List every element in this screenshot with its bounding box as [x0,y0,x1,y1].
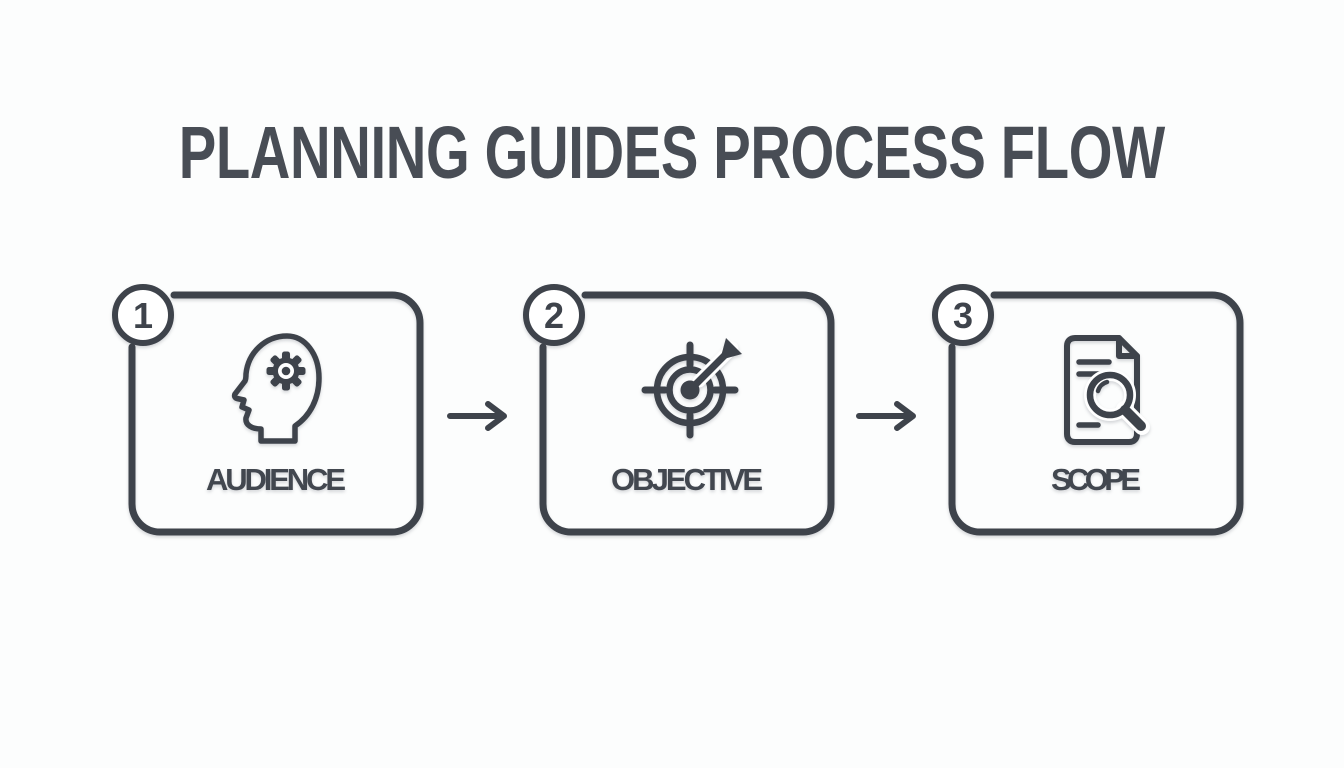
target-arrow-icon [641,338,742,439]
card-border [539,291,835,536]
step-label: OBJECTIVE [611,462,763,497]
card-border [128,291,424,536]
card-border [948,291,1244,536]
step-label: AUDIENCE [206,462,346,497]
step-card-objective: 2 OBJECTIVE [523,284,835,536]
step-card-scope: 3 SCOPE [932,284,1244,536]
step-number: 3 [953,295,973,336]
gear-icon [266,351,306,391]
title-container: PLANNING GUIDES PROCESS FLOW [0,116,1344,190]
document-magnifier-icon [1064,335,1150,445]
step-number: 2 [544,295,564,336]
step-number-badge [932,284,994,346]
arrow-right-icon [856,401,916,431]
step-number: 1 [133,295,153,336]
step-card-audience: 1 AUDIENCE [112,284,424,536]
step-number-badge [523,284,585,346]
arrow-right-icon [447,401,507,431]
head-gear-icon [231,333,322,444]
step-label: SCOPE [1051,462,1141,497]
page-title: PLANNING GUIDES PROCESS FLOW [178,111,1166,194]
step-number-badge [112,284,174,346]
